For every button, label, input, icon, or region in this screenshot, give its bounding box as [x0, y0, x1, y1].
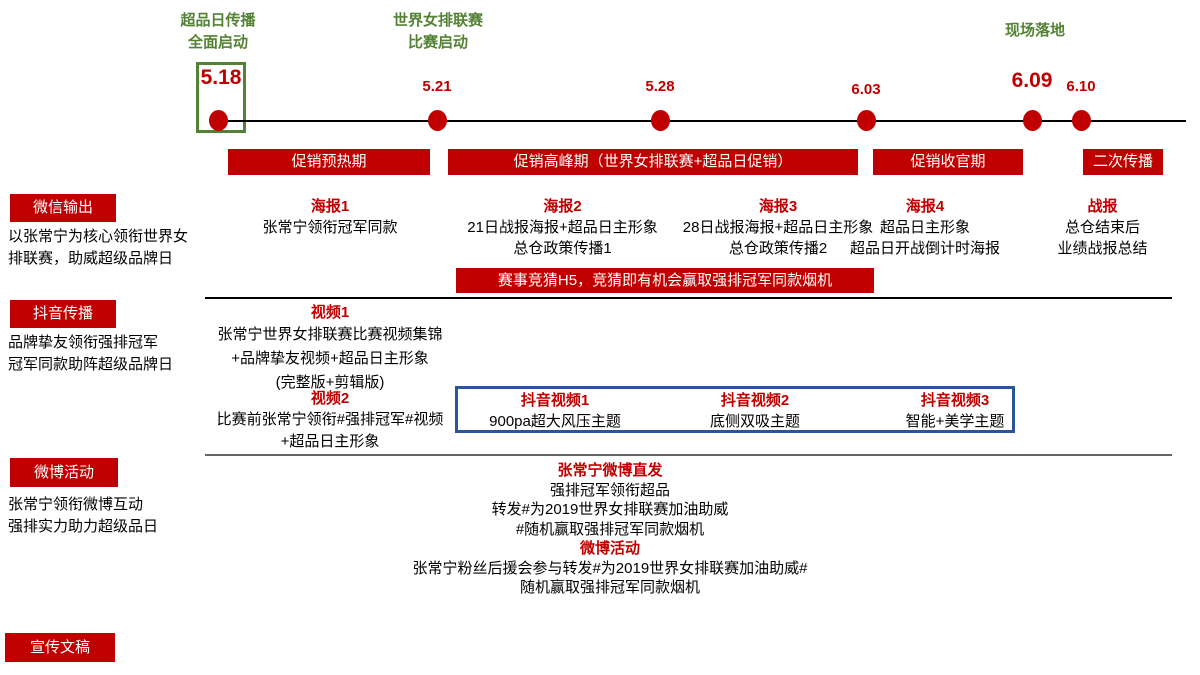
timeline-dot — [1072, 110, 1091, 131]
timeline-date: 5.28 — [645, 78, 675, 95]
section-tag-douyin: 抖音传播 — [10, 300, 116, 328]
wechat-item: 海报1 张常宁领衔冠军同款 — [225, 196, 435, 238]
timeline-dot — [428, 110, 447, 131]
douyin-box-item-body: 900pa超大风压主题 — [489, 413, 621, 430]
phase-bar: 促销预热期 — [228, 149, 430, 175]
separator-line — [205, 454, 1172, 456]
section-desc-douyin: 品牌挚友领衔强排冠军 冠军同款助阵超级品牌日 — [8, 334, 174, 373]
douyin-box-item: 抖音视频2 底侧双吸主题 — [660, 390, 850, 432]
timeline-dot — [857, 110, 876, 131]
douyin-video2-title: 视频2 — [310, 390, 350, 407]
phase-bar: 二次传播 — [1083, 149, 1163, 175]
douyin-video2: 视频2 比赛前张常宁领衔#强排冠军#视频 +超品日主形象 — [180, 388, 480, 453]
wechat-item-title: 海报2 — [543, 198, 582, 215]
wechat-item-body: 28日战报海报+超品日主形象 总仓政策传播2 — [682, 219, 874, 257]
section-tag-wechat: 微信输出 — [10, 194, 116, 222]
wechat-item-body: 21日战报海报+超品日主形象 总仓政策传播1 — [467, 219, 658, 257]
wechat-item-title: 海报4 — [905, 198, 945, 215]
section-tag-copywriting: 宣传文稿 — [5, 633, 115, 662]
milestone-label: 超品日传播 全面启动 — [180, 12, 256, 51]
douyin-highlight-box — [455, 386, 1015, 433]
phase-bar: 促销收官期 — [873, 149, 1023, 175]
phase-bar: 促销高峰期（世界女排联赛+超品日促销） — [448, 149, 858, 175]
timeline-line — [220, 120, 1186, 122]
wechat-item-body: 总仓结束后 业绩战报总结 — [1057, 219, 1148, 257]
weibo-block1-title: 张常宁微博直发 — [557, 462, 663, 479]
douyin-box-item-body: 底侧双吸主题 — [709, 413, 800, 430]
wechat-item-title: 海报1 — [310, 198, 350, 215]
wechat-item-body: 超品日主形象 超品日开战倒计时海报 — [849, 219, 1000, 257]
timeline-date: 6.10 — [1066, 78, 1096, 95]
highlight-box-5-18 — [196, 62, 246, 133]
wechat-item-title: 战报 — [1087, 198, 1118, 215]
timeline-dot — [651, 110, 670, 131]
timeline-dot — [209, 110, 228, 131]
weibo-block2-title: 微博活动 — [579, 540, 640, 557]
weibo-content-block: 张常宁微博直发 强排冠军领衔超品 转发#为2019世界女排联赛加油助威 #随机赢… — [310, 461, 910, 598]
douyin-box-item: 抖音视频1 900pa超大风压主题 — [460, 390, 650, 432]
separator-line — [205, 297, 1172, 299]
section-desc-wechat: 以张常宁为核心领衔世界女 排联赛，助威超级品牌日 — [8, 228, 189, 267]
weibo-block2-body: 张常宁粉丝后援会参与转发#为2019世界女排联赛加油助威# 随机赢取强排冠军同款… — [412, 559, 808, 597]
douyin-box-item-title: 抖音视频1 — [520, 392, 590, 409]
douyin-video1-body: 张常宁世界女排联赛比赛视频集锦 +品牌挚友视频+超品日主形象 (完整版+剪辑版) — [217, 326, 443, 391]
timeline-date: 5.21 — [422, 78, 452, 95]
milestone-label: 世界女排联赛 比赛启动 — [392, 12, 483, 51]
douyin-video1-title: 视频1 — [310, 304, 350, 321]
wechat-item: 战报 总仓结束后 业绩战报总结 — [1005, 196, 1200, 259]
douyin-box-item-title: 抖音视频3 — [920, 392, 990, 409]
douyin-box-item-body: 智能+美学主题 — [905, 413, 1005, 430]
wechat-item: 海报3 28日战报海报+超品日主形象 总仓政策传播2 — [658, 196, 898, 259]
timeline-date: 5.18 — [200, 66, 242, 89]
milestone-label: 现场落地 — [1004, 22, 1065, 39]
douyin-video2-body: 比赛前张常宁领衔#强排冠军#视频 +超品日主形象 — [216, 411, 444, 450]
wechat-item: 海报4 超品日主形象 超品日开战倒计时海报 — [810, 196, 1040, 259]
wechat-item: 海报2 21日战报海报+超品日主形象 总仓政策传播1 — [445, 196, 680, 259]
timeline-date: 6.03 — [851, 81, 881, 98]
section-tag-weibo: 微博活动 — [10, 458, 118, 487]
douyin-box-item-title: 抖音视频2 — [720, 392, 790, 409]
wechat-item-body: 张常宁领衔冠军同款 — [262, 219, 398, 236]
weibo-block1-body: 强排冠军领衔超品 转发#为2019世界女排联赛加油助威 #随机赢取强排冠军同款烟… — [491, 481, 729, 538]
douyin-video1: 视频1 张常宁世界女排联赛比赛视频集锦 +品牌挚友视频+超品日主形象 (完整版+… — [180, 302, 480, 395]
douyin-box-item: 抖音视频3 智能+美学主题 — [860, 390, 1050, 432]
wechat-item-title: 海报3 — [758, 198, 798, 215]
section-desc-weibo: 张常宁领衔微博互动 强排实力助力超级品日 — [8, 496, 159, 535]
h5-banner: 赛事竞猜H5，竞猜即有机会赢取强排冠军同款烟机 — [456, 268, 874, 293]
timeline-dot — [1023, 110, 1042, 131]
timeline-date: 6.09 — [1011, 69, 1053, 92]
